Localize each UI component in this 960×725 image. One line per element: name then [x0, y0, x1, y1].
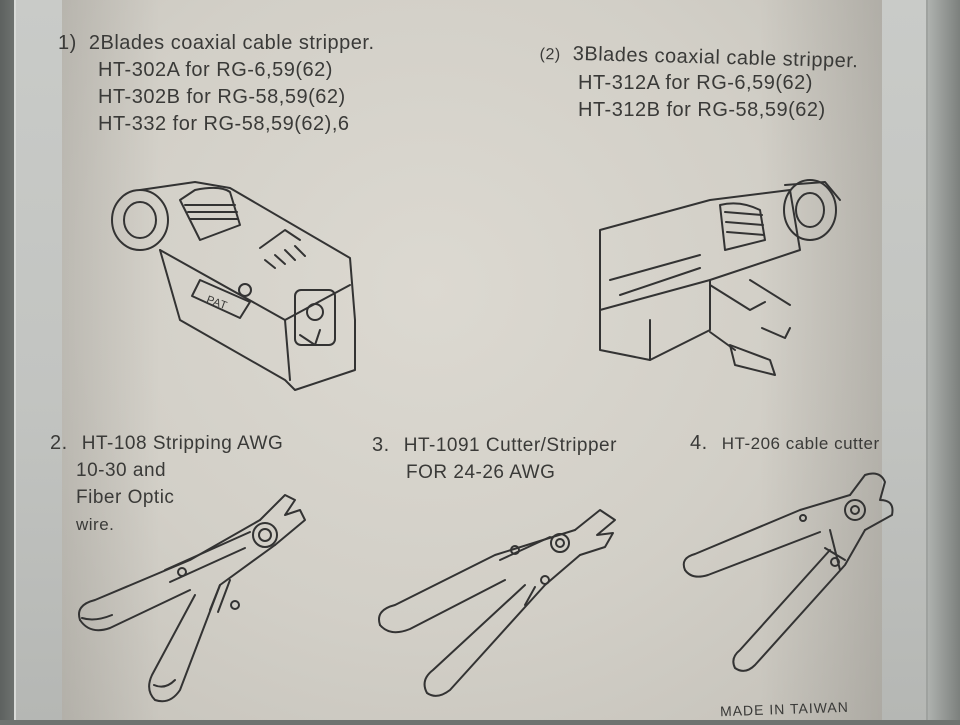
tool-1-first-row: 2. HT-108 Stripping AWG	[50, 430, 283, 457]
two-blade-stripper-illustration	[111, 181, 356, 391]
section-1-marker: 1)	[58, 32, 77, 54]
tool-3-line: HT-206 cable cutter	[721, 434, 880, 453]
section-2-title: 3Blades coaxial cable stripper.	[572, 42, 859, 73]
cutter-stripper-illustration	[378, 509, 616, 697]
section-1-line: HT-302A for RG-6,59(62)	[98, 59, 333, 81]
section-1-title: 2Blades coaxial cable stripper.	[88, 32, 375, 54]
three-blade-stripper-illustration	[599, 179, 841, 376]
section-2-line: HT-312B for RG-58,59(62)	[578, 99, 826, 121]
tool-1-line: Fiber Optic	[76, 487, 175, 508]
wire-stripper-illustration	[78, 494, 306, 703]
section-1-text: 1) 2Blades coaxial cable stripper.	[58, 30, 375, 57]
product-card	[62, 0, 882, 720]
tool-2-text: 3. HT-1091 Cutter/Stripper FOR 24-26 AWG	[372, 432, 617, 486]
cable-cutter-illustration	[682, 472, 894, 672]
tool-1-line: HT-108 Stripping AWG	[81, 433, 284, 454]
section-2-models: HT-312A for RG-6,59(62) HT-312B for RG-5…	[578, 70, 826, 124]
section-2-marker: (2)	[539, 45, 561, 64]
tool-2-line: HT-1091 Cutter/Stripper	[403, 435, 617, 456]
tool-1-details: 10-30 and Fiber Optic wire.	[76, 457, 174, 538]
tool-2-line: FOR 24-26 AWG	[406, 462, 556, 483]
tool-1-marker: 2.	[50, 432, 68, 454]
made-in-label: MADE IN TAIWAN	[719, 698, 850, 720]
section-1-line: HT-332 for RG-58,59(62),6	[98, 113, 350, 135]
section-1-models: HT-302A for RG-6,59(62) HT-302B for RG-5…	[98, 57, 350, 138]
section-1-title-row: 1) 2Blades coaxial cable stripper.	[58, 30, 375, 57]
tool-1-text: 2. HT-108 Stripping AWG	[50, 430, 283, 457]
tool-2-first-row: 3. HT-1091 Cutter/Stripper	[372, 432, 617, 459]
tool-3-first-row: 4. HT-206 cable cutter	[690, 430, 880, 457]
tool-1-line: 10-30 and	[76, 460, 167, 481]
tool-2-marker: 3.	[372, 434, 390, 456]
tool-3-marker: 4.	[690, 432, 708, 454]
tool-3-text: 4. HT-206 cable cutter	[690, 430, 880, 457]
section-1-line: HT-302B for RG-58,59(62)	[98, 86, 346, 108]
section-2-line: HT-312A for RG-6,59(62)	[578, 72, 813, 94]
tool-1-line: wire.	[76, 515, 115, 534]
